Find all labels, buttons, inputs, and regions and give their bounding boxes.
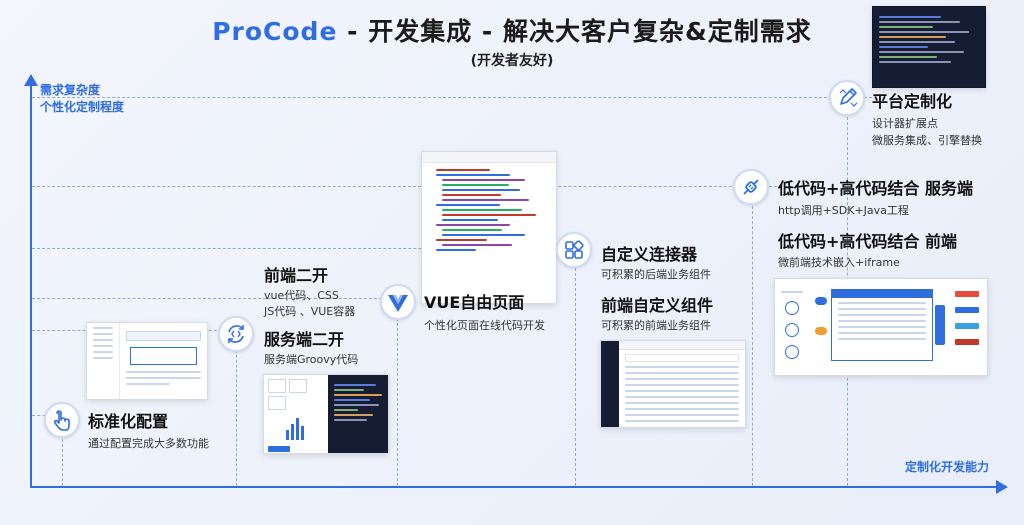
service-dev-desc: 服务端Groovy代码: [264, 353, 359, 366]
frontend-dev-title: 前端二开: [264, 266, 329, 285]
pencil-ruler-icon: [829, 80, 865, 116]
microfrontend-screenshot: [774, 278, 988, 376]
standard-config-desc: 通过配置完成大多数功能: [88, 437, 209, 450]
x-axis: [30, 486, 1000, 488]
brand-name: ProCode: [212, 17, 338, 46]
vue-page-title: VUE自由页面: [424, 293, 525, 312]
lowcode-frontend-title: 低代码+高代码结合 前端: [778, 232, 957, 251]
x-axis-label: 定制化开发能力: [905, 460, 990, 474]
x-axis-arrow: [996, 480, 1008, 494]
service-dev-screenshot: [263, 374, 389, 454]
guide-vline-4: [575, 248, 576, 486]
guide-vline-2: [236, 330, 237, 486]
guide-line-level-4: [32, 248, 592, 249]
pointer-icon: [44, 402, 80, 438]
y-axis-label-line1: 需求复杂度: [40, 83, 101, 97]
y-axis: [30, 82, 32, 488]
connector-desc: 可积累的后端业务组件: [601, 268, 711, 281]
frontend-component-screenshot: [600, 340, 746, 428]
vue-page-code-screenshot: [421, 151, 557, 304]
platform-desc-2: 微服务集成、引擎替换: [872, 134, 982, 147]
lowcode-service-title: 低代码+高代码结合 服务端: [778, 179, 973, 198]
page-title: ProCode - 开发集成 - 解决大客户复杂&定制需求: [0, 12, 1024, 48]
standard-config-title: 标准化配置: [88, 412, 169, 431]
service-dev-title: 服务端二开: [264, 330, 345, 349]
y-axis-label: 需求复杂度 个性化定制程度: [40, 82, 124, 116]
standard-config-screenshot: [86, 322, 208, 400]
page-subtitle: (开发者友好): [470, 53, 554, 69]
code-refresh-icon: [218, 316, 254, 352]
guide-line-level-3: [32, 298, 392, 299]
guide-vline-5: [752, 186, 753, 486]
lowcode-service-desc: http调用+SDK+Java工程: [778, 204, 909, 217]
plug-icon: [733, 169, 769, 205]
vue-page-desc: 个性化页面在线代码开发: [424, 319, 545, 332]
frontend-component-title: 前端自定义组件: [601, 296, 714, 315]
title-text: - 开发集成 - 解决大客户复杂&定制需求: [337, 17, 812, 46]
frontend-dev-desc-1: vue代码、CSS: [264, 289, 339, 302]
vue-logo-icon: [380, 284, 416, 320]
platform-code-screenshot: [872, 6, 986, 88]
platform-desc-1: 设计器扩展点: [872, 117, 938, 130]
blocks-icon: [556, 232, 592, 268]
y-axis-label-line2: 个性化定制程度: [40, 100, 125, 114]
guide-vline-3: [397, 298, 398, 486]
y-axis-arrow: [24, 74, 38, 86]
platform-title: 平台定制化: [872, 92, 953, 111]
frontend-dev-desc-2: JS代码 、VUE容器: [264, 305, 356, 318]
connector-title: 自定义连接器: [601, 245, 698, 264]
guide-line-level-6: [32, 97, 872, 98]
guide-line-level-5: [32, 186, 792, 187]
guide-vline-1: [62, 415, 63, 486]
lowcode-frontend-desc: 微前端技术嵌入+iframe: [778, 256, 900, 269]
frontend-component-desc: 可积累的前端业务组件: [601, 319, 711, 332]
